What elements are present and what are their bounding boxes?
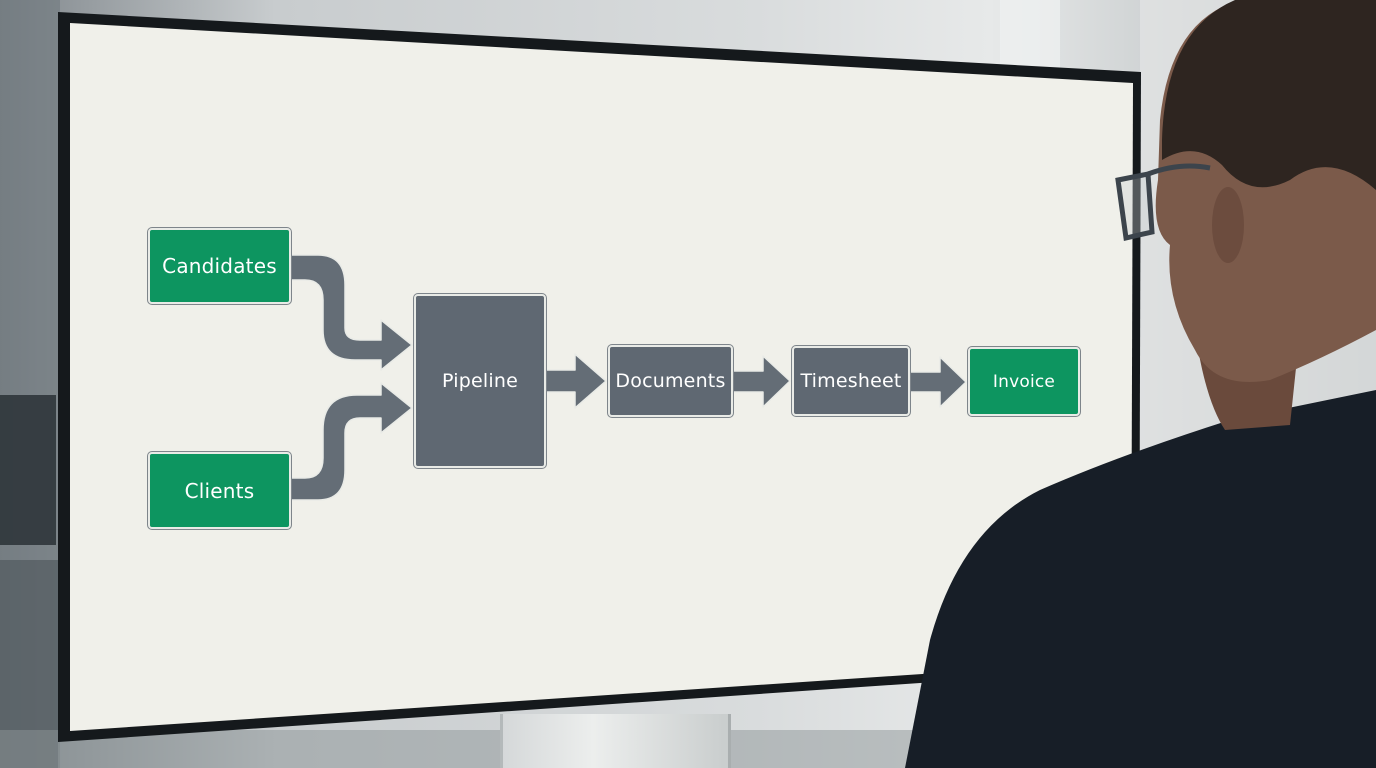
arrow-clients-to-pipeline — [290, 382, 413, 501]
node-timesheet: Timesheet — [791, 345, 911, 417]
arrow-documents-to-timesheet — [732, 355, 791, 408]
node-invoice: Invoice — [967, 346, 1081, 417]
node-candidates: Candidates — [147, 227, 292, 305]
monitor-stand — [500, 714, 731, 768]
node-clients: Clients — [147, 451, 292, 530]
node-pipeline: Pipeline — [413, 293, 547, 469]
arrow-candidates-to-pipeline — [290, 254, 413, 371]
node-documents: Documents — [607, 344, 734, 418]
arrow-pipeline-to-documents — [545, 353, 607, 409]
arrow-timesheet-to-invoice — [909, 356, 967, 408]
